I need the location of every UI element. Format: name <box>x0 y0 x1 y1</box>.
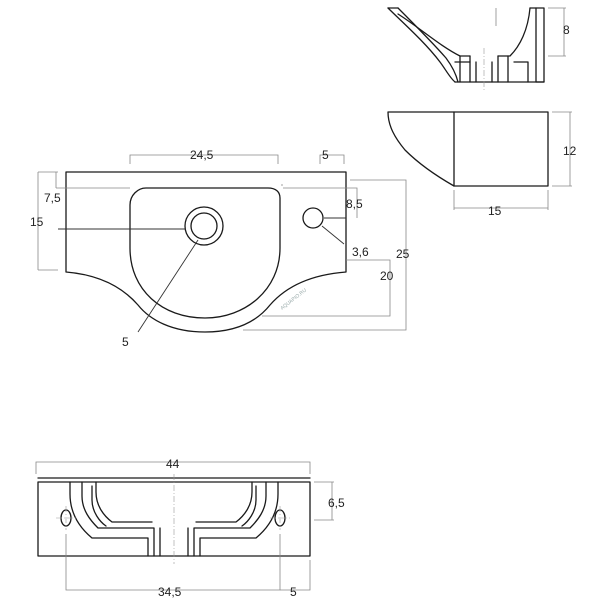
dim-side-width: 15 <box>488 204 502 218</box>
dim-front-hole-spacing: 34,5 <box>158 585 182 599</box>
dim-tap-offset: 8,5 <box>346 197 363 211</box>
dim-overflow-offset: 5 <box>322 148 329 162</box>
dim-front-total-width: 44 <box>166 457 180 471</box>
dim-basin-depth: 20 <box>380 269 394 283</box>
front-view <box>35 461 334 591</box>
dim-left-offset: 7,5 <box>44 191 61 205</box>
side-elevation-view <box>387 111 572 210</box>
dim-top-width: 24,5 <box>190 148 214 162</box>
dim-front-height: 6,5 <box>328 496 345 510</box>
top-view <box>37 154 407 333</box>
dim-drain-diameter: 5 <box>122 335 129 349</box>
dim-left-height: 15 <box>30 215 44 229</box>
dim-side-depth: 12 <box>563 144 577 158</box>
dim-side-height: 8 <box>563 23 570 37</box>
dim-tap-diameter: 3,6 <box>352 245 369 259</box>
dim-front-hole-offset: 5 <box>290 585 297 599</box>
dim-overall-depth: 25 <box>396 247 410 261</box>
watermark: AQUAPIO.RU <box>280 287 309 311</box>
side-section-view <box>387 7 566 90</box>
